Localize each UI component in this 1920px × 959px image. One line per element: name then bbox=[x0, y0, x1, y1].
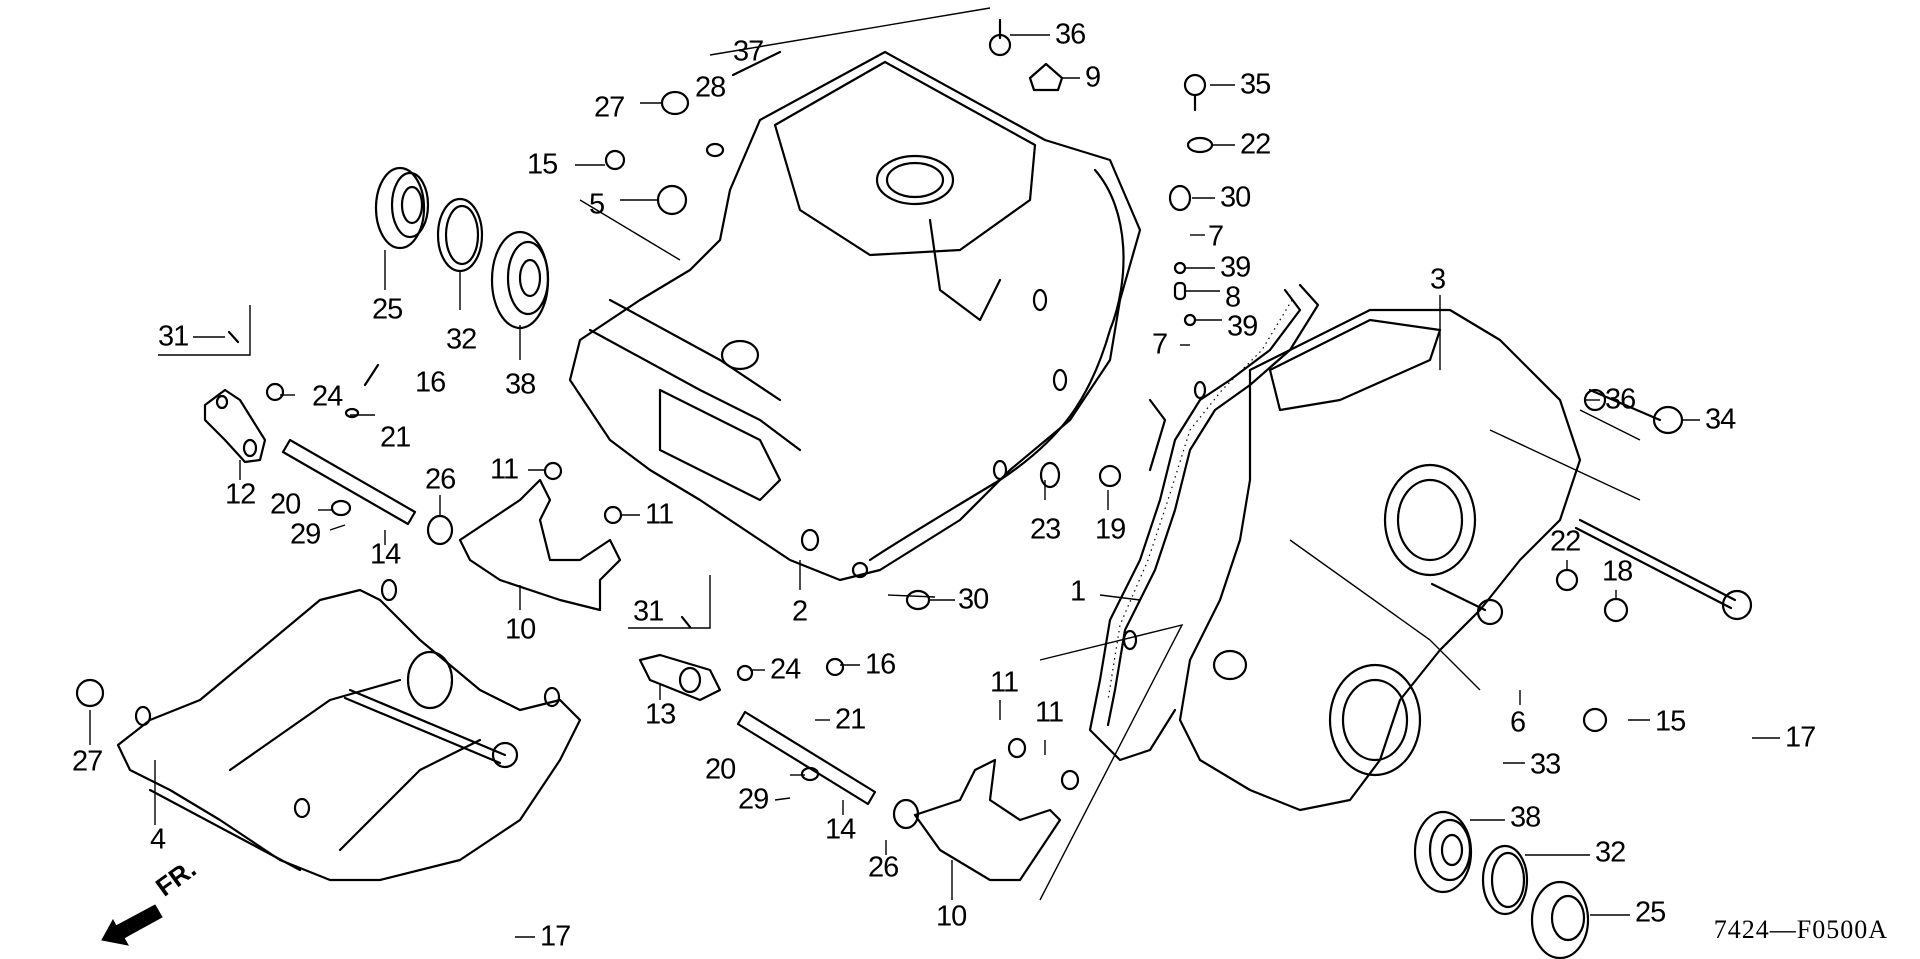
callout-30: 30 bbox=[958, 583, 989, 616]
callout-17: 17 bbox=[1785, 721, 1816, 754]
callout-7: 7 bbox=[1152, 328, 1168, 361]
callout-39: 39 bbox=[1227, 310, 1258, 343]
callout-7: 7 bbox=[1208, 220, 1224, 253]
callout-3: 3 bbox=[1430, 263, 1446, 296]
callout-36: 36 bbox=[1055, 18, 1086, 51]
callout-29: 29 bbox=[738, 783, 769, 816]
callout-24: 24 bbox=[770, 653, 801, 686]
callout-38: 38 bbox=[1510, 801, 1541, 834]
callout-31: 31 bbox=[633, 595, 664, 628]
shift-shaft-upper bbox=[281, 438, 417, 526]
arm-lower bbox=[638, 653, 722, 702]
callout-24: 24 bbox=[312, 380, 343, 413]
callout-11: 11 bbox=[990, 666, 1019, 699]
callout-21: 21 bbox=[835, 703, 866, 736]
callout-10: 10 bbox=[936, 900, 967, 933]
callout-32: 32 bbox=[1595, 836, 1626, 869]
callout-10: 10 bbox=[505, 613, 536, 646]
bearing-left bbox=[490, 230, 550, 330]
callout-38: 38 bbox=[505, 368, 536, 401]
shift-shaft-lower bbox=[736, 710, 877, 806]
front-arrow-icon bbox=[101, 904, 163, 946]
callout-23: 23 bbox=[1030, 513, 1061, 546]
callout-11: 11 bbox=[490, 453, 519, 486]
callout-33: 33 bbox=[1530, 748, 1561, 781]
small-fasteners bbox=[75, 18, 1629, 830]
skid-plate bbox=[116, 578, 582, 882]
callout-11: 11 bbox=[1035, 696, 1064, 729]
callout-14: 14 bbox=[370, 538, 401, 571]
callout-15: 15 bbox=[527, 148, 558, 181]
callout-6: 6 bbox=[1510, 706, 1526, 739]
shift-fork-upper bbox=[458, 478, 622, 612]
callout-12: 12 bbox=[225, 478, 256, 511]
callout-22: 22 bbox=[1240, 128, 1271, 161]
callout-4: 4 bbox=[150, 823, 166, 856]
callout-11: 11 bbox=[645, 498, 674, 531]
oil-seal-left bbox=[374, 166, 430, 250]
callout-20: 20 bbox=[705, 753, 736, 786]
callout-36: 36 bbox=[1605, 383, 1636, 416]
callout-28: 28 bbox=[695, 71, 726, 104]
callout-26: 26 bbox=[425, 463, 456, 496]
callout-37: 37 bbox=[733, 35, 764, 68]
callout-2: 2 bbox=[792, 595, 808, 628]
callout-9: 9 bbox=[1085, 61, 1101, 94]
callout-26: 26 bbox=[868, 851, 899, 884]
long-bolt-17-right bbox=[1574, 518, 1753, 621]
callout-25: 25 bbox=[1635, 896, 1666, 929]
diagram-code: 7424—F0500A bbox=[1713, 915, 1888, 944]
callout-1: 1 bbox=[1070, 575, 1086, 608]
callout-8: 8 bbox=[1225, 281, 1241, 314]
circlip-right bbox=[1481, 844, 1529, 916]
crankcase-right-half bbox=[1178, 308, 1641, 812]
callout-31: 31 bbox=[158, 320, 189, 353]
callout-20: 20 bbox=[270, 488, 301, 521]
callout-17: 17 bbox=[540, 920, 571, 953]
callout-5: 5 bbox=[589, 188, 605, 221]
callout-21: 21 bbox=[380, 421, 411, 454]
callout-27: 27 bbox=[72, 745, 103, 778]
callout-39: 39 bbox=[1220, 251, 1251, 284]
bearing-right bbox=[1413, 810, 1473, 894]
callout-34: 34 bbox=[1705, 403, 1736, 436]
callout-27: 27 bbox=[594, 91, 625, 124]
leader-lines bbox=[89, 7, 1780, 938]
callout-32: 32 bbox=[446, 323, 477, 356]
long-bolt-17-lower bbox=[343, 688, 519, 769]
callout-13: 13 bbox=[645, 698, 676, 731]
callout-19: 19 bbox=[1095, 513, 1126, 546]
shift-fork-lower bbox=[913, 758, 1062, 882]
callout-16: 16 bbox=[415, 366, 446, 399]
oil-seal-right bbox=[1530, 880, 1590, 959]
callout-14: 14 bbox=[825, 813, 856, 846]
callout-29: 29 bbox=[290, 518, 321, 551]
callout-30: 30 bbox=[1220, 181, 1251, 214]
callout-16: 16 bbox=[865, 648, 896, 681]
callout-15: 15 bbox=[1655, 705, 1686, 738]
bolt-33 bbox=[1430, 582, 1504, 626]
circlip-left bbox=[436, 197, 484, 273]
callout-22: 22 bbox=[1550, 525, 1581, 558]
callout-25: 25 bbox=[372, 293, 403, 326]
callout-35: 35 bbox=[1240, 68, 1271, 101]
crankcase-left-half bbox=[568, 50, 1142, 582]
arm-upper bbox=[203, 388, 267, 464]
callout-18: 18 bbox=[1602, 555, 1633, 588]
